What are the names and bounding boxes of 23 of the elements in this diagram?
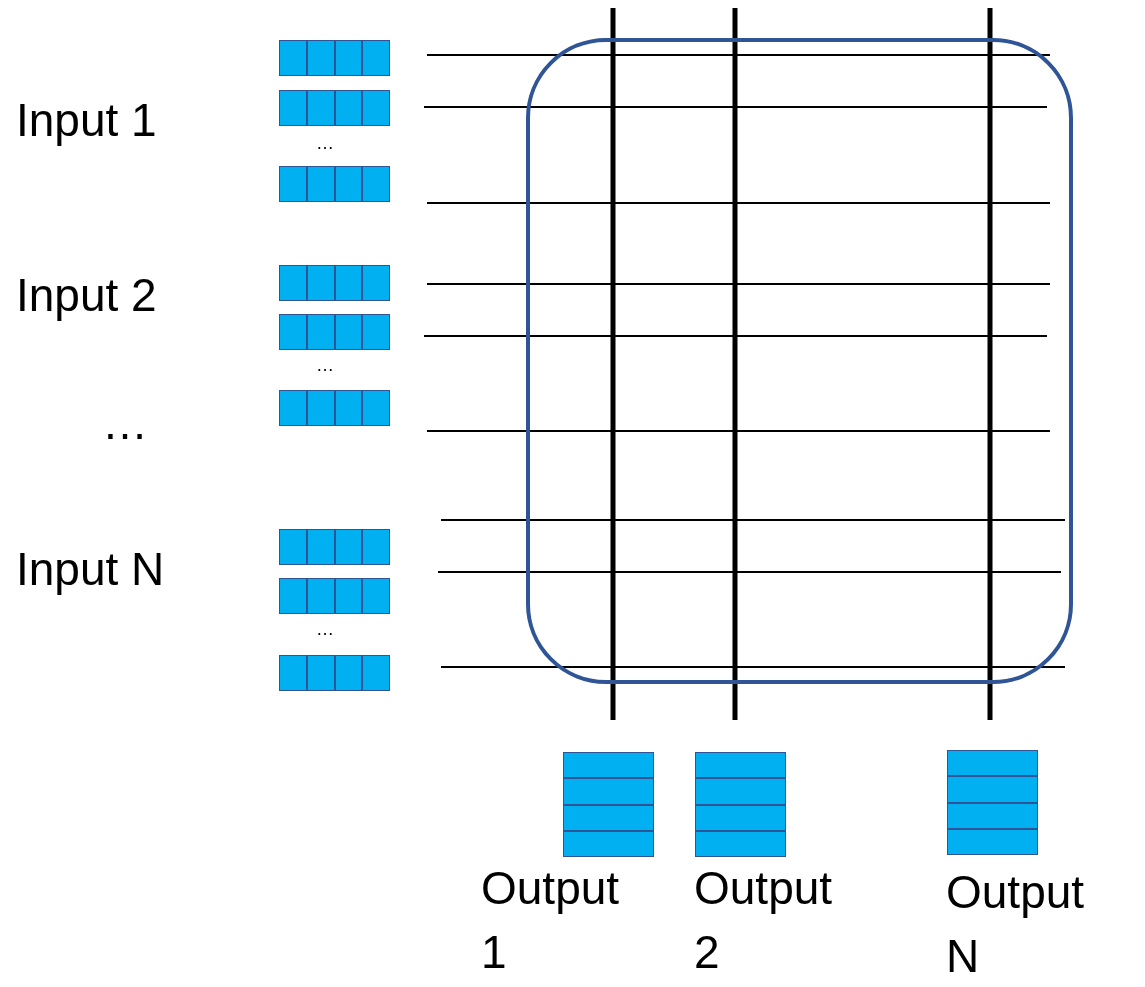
- input-vector: [279, 166, 390, 202]
- input-label: Input N: [16, 542, 165, 597]
- input-label: …: [102, 396, 148, 451]
- ellipsis-label: …: [316, 132, 334, 154]
- input-vector: [279, 390, 390, 426]
- input-label: Input 1: [16, 93, 157, 148]
- ellipsis-label: …: [316, 618, 334, 640]
- output-label: Output 1: [481, 861, 621, 980]
- ellipsis-label: …: [316, 354, 334, 376]
- output-vector: [947, 750, 1038, 855]
- input-label: Input 2: [16, 268, 157, 323]
- rounded-rectangle: [526, 38, 1073, 684]
- output-label: Output N: [946, 865, 1086, 984]
- input-vector: [279, 314, 390, 350]
- input-vector: [279, 529, 390, 565]
- output-vector: [563, 752, 654, 857]
- input-vector: [279, 578, 390, 614]
- output-vector: [695, 752, 786, 857]
- input-vector: [279, 90, 390, 126]
- output-label: Output 2: [694, 861, 834, 980]
- input-vector: [279, 655, 390, 691]
- input-vector: [279, 40, 390, 76]
- input-vector: [279, 265, 390, 301]
